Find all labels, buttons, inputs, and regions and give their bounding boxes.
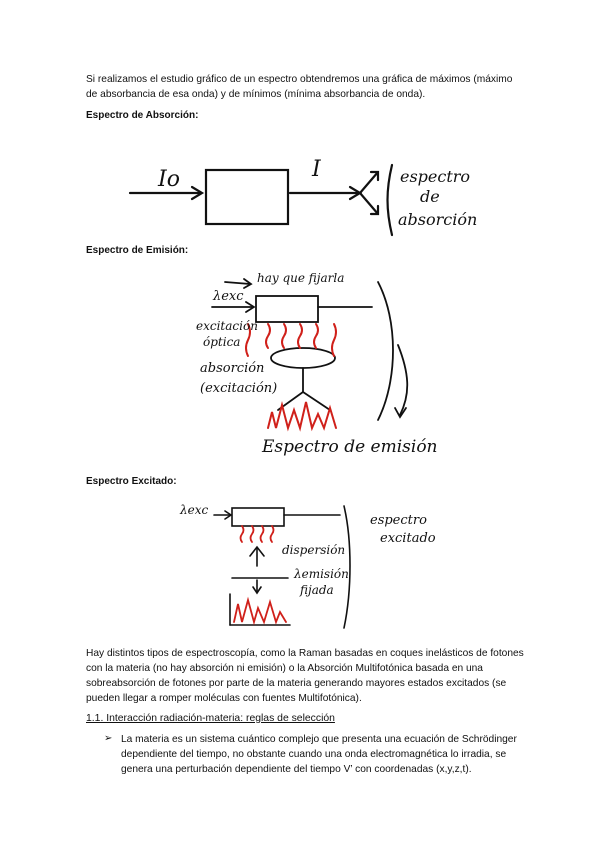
dispersion-label: dispersión [282,543,345,557]
spectroscopy-types-paragraph: Hay distintos tipos de espectroscopía, c… [86,648,524,704]
heading-excited-spectrum: Espectro Excitado: [86,476,177,487]
emission-red-waves [245,323,337,432]
absorption-result-line3: absorción [398,210,477,229]
heading-emission-spectrum: Espectro de Emisión: [86,245,189,256]
i-label: I [311,157,322,182]
lambda-exc-label: λexc [212,289,244,304]
arrow-bullet-icon: ➢ [104,733,113,744]
sample-box [204,168,290,226]
excited-result-line1: espectro [370,513,427,528]
emission-result-label: Espectro de emisión [261,437,438,457]
absorption-result-line1: espectro [400,167,470,186]
excited-lambda-label: λexc [179,503,208,517]
heading-absorption-spectrum: Espectro de Absorción: [86,110,199,121]
bullet-paragraph: La materia es un sistema cuántico comple… [121,734,517,775]
io-label: Io [157,167,180,192]
excitation-label-line1: excitación [196,319,258,333]
excited-result-line2: excitado [380,531,436,546]
absorption-label-line1: absorción [200,361,264,376]
section-title: 1.1. Interacción radiación-materia: regl… [86,713,335,724]
absorption-result-line2: de [420,187,440,206]
emission-sample-box [255,295,319,323]
excited-sample-box [231,507,285,527]
absorption-label-line2: (excitación) [200,381,277,396]
excited-brace [343,505,351,629]
emission-brace [377,281,394,421]
excited-spectrum-peaks [233,596,287,626]
excited-red-waves [233,525,287,626]
lambda-emission-label: λemisión [293,567,349,581]
absorption-brace [386,163,394,237]
emission-spectrum-peaks [267,401,337,432]
excitation-label-line2: óptica [203,335,240,349]
fixed-label: fijada [299,583,334,597]
intro-paragraph: Si realizamos el estudio gráfico de un e… [86,74,513,100]
fix-note: hay que fijarla [257,271,344,285]
